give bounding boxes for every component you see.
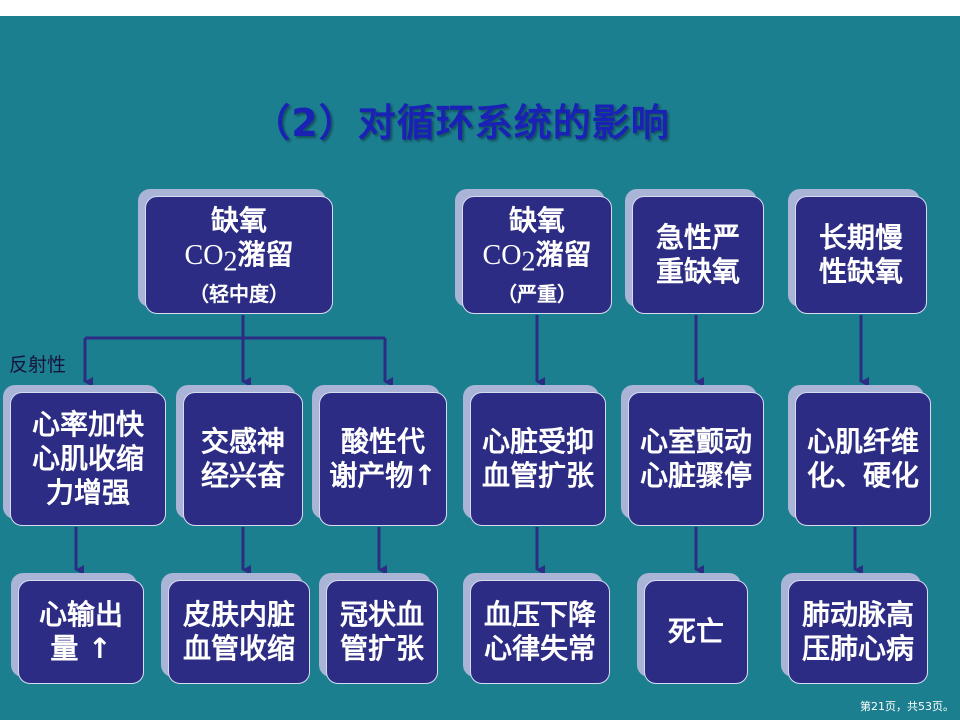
box-line: 心率加快 <box>31 407 144 441</box>
box-line: 管扩张 <box>339 632 424 665</box>
box-line: 化、硬化 <box>806 459 919 492</box>
box-line: 心律失常 <box>483 632 596 665</box>
box-line: 死亡 <box>667 614 724 648</box>
co2-line: CO2潴留 <box>483 238 592 280</box>
box-line: 冠状血 <box>339 597 424 631</box>
box-line: 性缺氧 <box>818 255 903 288</box>
box-line: 心肌收缩 <box>31 441 144 475</box>
box-heart-inhibited: 心脏受抑 血管扩张 <box>470 392 606 526</box>
box-line: 心输出 <box>38 597 123 631</box>
box-line: 交感神 <box>200 424 285 458</box>
box-line: 力增强 <box>45 476 130 510</box>
box-death: 死亡 <box>644 580 748 684</box>
box-line: 心脏受抑 <box>481 424 594 458</box>
box-line: 急性严 <box>655 220 740 254</box>
box-line: 心脏骤停 <box>639 459 752 492</box>
box-line: 长期慢 <box>818 220 903 254</box>
box-line: 血管扩张 <box>481 459 594 492</box>
box-hypoxia-mild: 缺氧 CO2潴留 （轻中度） <box>145 196 333 314</box>
box-line: （严重） <box>497 281 577 306</box>
box-vasoconstriction: 皮肤内脏 血管收缩 <box>168 580 310 684</box>
box-line: 肺动脉高 <box>801 597 914 631</box>
box-line: 心肌纤维 <box>806 424 919 458</box>
box-hypoxia-severe: 缺氧 CO2潴留 （严重） <box>462 196 612 314</box>
box-acid-metabolite: 酸性代 谢产物↑ <box>319 392 447 526</box>
co2-suffix: 潴留 <box>535 238 592 271</box>
top-band <box>0 0 960 16</box>
co2-sub: 2 <box>223 246 238 278</box>
co2-line: CO2潴留 <box>185 238 294 280</box>
co2-sub: 2 <box>521 246 536 278</box>
box-coronary-dilation: 冠状血 管扩张 <box>326 580 438 684</box>
box-line: 血管收缩 <box>182 632 295 665</box>
box-heart-rate: 心率加快 心肌收缩 力增强 <box>10 392 166 526</box>
box-cardiac-output: 心输出 量 ↑ <box>18 580 144 684</box>
page-footer: 第21页，共53页。 <box>860 700 954 713</box>
box-line: （轻中度） <box>189 281 289 306</box>
box-myocardial-fibrosis: 心肌纤维 化、硬化 <box>795 392 931 526</box>
box-line: 经兴奋 <box>200 459 285 492</box>
box-ventricular-fibrillation: 心室颤动 心脏骤停 <box>628 392 764 526</box>
box-line: 量 ↑ <box>50 632 112 665</box>
box-line: 心室颤动 <box>639 424 752 458</box>
box-line: 压肺心病 <box>801 632 914 665</box>
box-line: 皮肤内脏 <box>182 597 295 631</box>
box-acute-hypoxia: 急性严 重缺氧 <box>632 196 764 314</box>
box-blood-pressure-drop: 血压下降 心律失常 <box>470 580 610 684</box>
co2-suffix: 潴留 <box>237 238 294 271</box>
box-line: 谢产物↑ <box>329 459 437 492</box>
box-pulmonary-hypertension: 肺动脉高 压肺心病 <box>788 580 928 684</box>
box-chronic-hypoxia: 长期慢 性缺氧 <box>795 196 927 314</box>
box-line: 缺氧 <box>508 203 565 237</box>
co2-text: CO <box>184 240 224 271</box>
box-line: 重缺氧 <box>655 255 740 288</box>
slide-title: （2）对循环系统的影响 <box>252 101 670 145</box>
box-line: 酸性代 <box>340 424 425 458</box>
co2-text: CO <box>482 240 522 271</box>
box-line: 血压下降 <box>483 597 596 631</box>
reflex-label: 反射性 <box>9 354 67 376</box>
box-sympathetic: 交感神 经兴奋 <box>183 392 303 526</box>
box-line: 缺氧 <box>210 203 267 237</box>
